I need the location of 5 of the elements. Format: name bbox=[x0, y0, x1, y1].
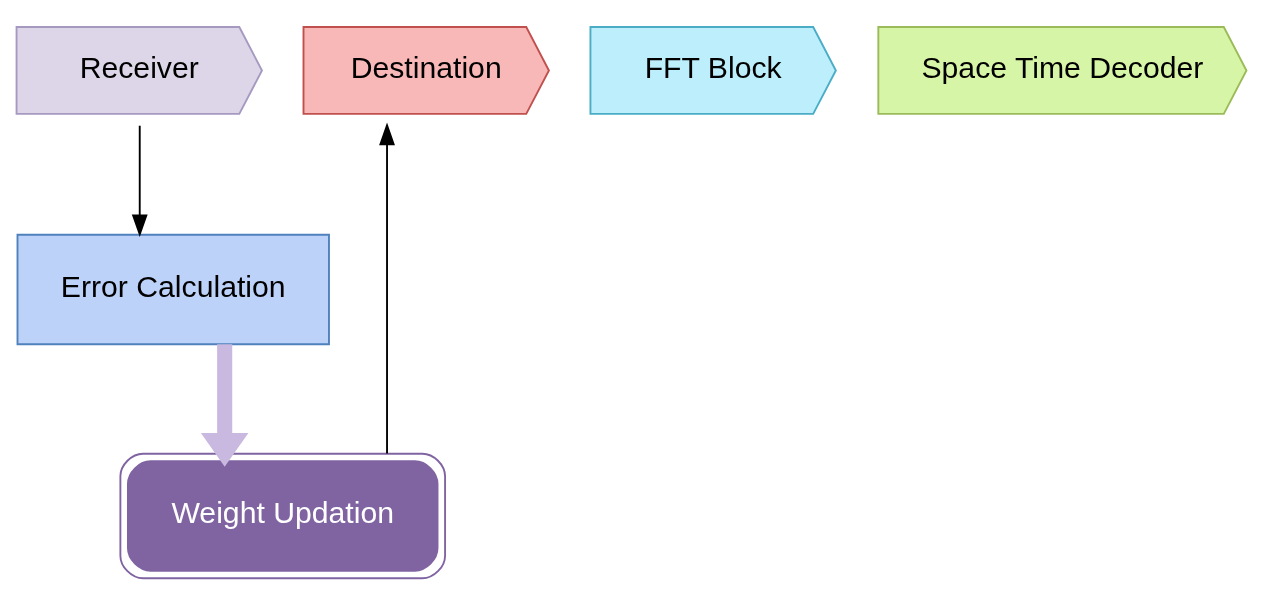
arrow bbox=[131, 124, 148, 238]
arrow bbox=[378, 122, 395, 455]
node-box: Error Calculation bbox=[16, 233, 330, 346]
node-box: Weight Updation bbox=[118, 452, 446, 580]
arrow bbox=[200, 344, 248, 467]
